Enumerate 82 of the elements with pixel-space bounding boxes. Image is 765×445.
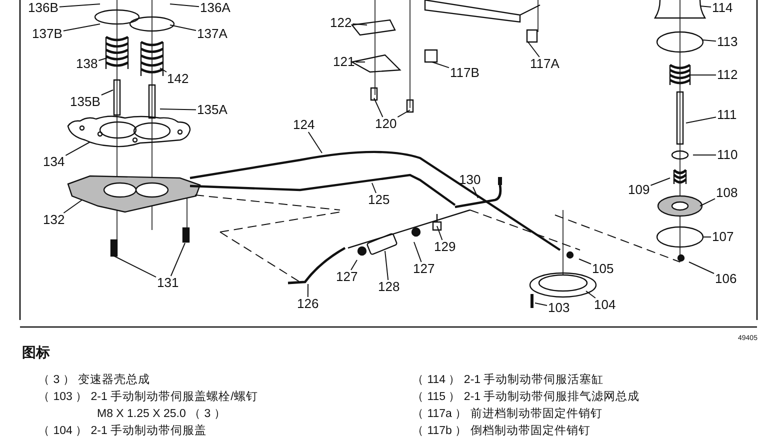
leader-line (686, 116, 716, 124)
leader-line (432, 62, 450, 68)
leader-line (170, 24, 196, 31)
leader-line (586, 290, 596, 298)
callout-number: 125 (368, 193, 390, 207)
leader-line (160, 108, 196, 110)
leader-line (160, 68, 167, 72)
leader-line (65, 142, 90, 156)
legend-entry: （ 115 ） 2-1 手动制动带伺服排气滤网总成 (412, 390, 640, 404)
leader-line (702, 40, 716, 42)
callout-number: 124 (293, 118, 315, 132)
callout-number: 113 (717, 35, 738, 49)
leader-line (100, 90, 114, 96)
leader-line (650, 178, 670, 186)
leader-line (350, 260, 358, 270)
leader-line (62, 24, 100, 32)
callout-number: 117B (450, 66, 480, 80)
callout-number: 137A (197, 27, 228, 41)
leader-line (372, 182, 376, 194)
leader-line (384, 250, 389, 280)
callout-number: 128 (378, 280, 400, 294)
callout-number: 127 (413, 262, 435, 276)
legend-heading: 图标 (22, 345, 50, 359)
legend-entry: （ 117a ） 前进档制动带固定件销钉 (412, 407, 602, 421)
legend-entry: （ 103 ） 2-1 手动制动带伺服盖螺栓/螺钉 (38, 390, 258, 404)
leader-line (352, 23, 368, 26)
leader-line (472, 186, 478, 198)
leader-line (700, 6, 712, 8)
callout-number: 110 (717, 148, 738, 162)
leader-line (414, 242, 422, 262)
callout-number: 130 (459, 173, 481, 187)
leader-line (692, 154, 716, 156)
callout-number: 137B (32, 27, 62, 41)
callout-number: 127 (336, 270, 358, 284)
callout-number: 126 (297, 297, 319, 311)
callout-number: 142 (167, 72, 189, 86)
callout-number: 132 (43, 213, 65, 227)
legend-entry: （ 3 ） 变速器壳总成 (38, 373, 150, 387)
leader-line (308, 132, 322, 154)
callout-number: 135A (197, 103, 228, 117)
legend-entry: M8 X 1.25 X 25.0 （ 3 ） (97, 407, 226, 421)
callout-number: 111 (717, 108, 737, 122)
callout-number: 114 (712, 1, 733, 15)
leader-line (397, 110, 410, 118)
callout-number: 122 (330, 16, 352, 30)
callout-number: 117A (530, 57, 560, 71)
leader-line (690, 74, 716, 76)
leader-line (436, 226, 443, 240)
callout-number: 104 (594, 298, 616, 312)
leader-line (98, 58, 108, 61)
callout-number: 107 (712, 230, 734, 244)
leader-line (170, 4, 200, 8)
leader-line (578, 258, 592, 264)
leader-line (700, 198, 716, 206)
callout-number: 109 (628, 183, 650, 197)
callout-number: 135B (70, 95, 100, 109)
callout-number: 129 (434, 240, 456, 254)
leader-line (374, 98, 384, 118)
leader-line (307, 284, 308, 298)
leader-line (688, 262, 714, 274)
leader-line (702, 236, 712, 238)
leader-line (114, 256, 156, 278)
callout-number: 112 (717, 68, 738, 82)
leader-line (170, 242, 186, 276)
callout-number: 106 (715, 272, 737, 286)
callout-number: 120 (375, 117, 397, 131)
leader-line (58, 4, 100, 8)
callout-number: 108 (716, 186, 738, 200)
callout-number: 105 (592, 262, 614, 276)
callout-number: 138 (76, 57, 98, 71)
callout-number: 134 (43, 155, 65, 169)
leader-line (63, 200, 82, 214)
callout-number: 131 (157, 276, 179, 290)
leader-line (534, 302, 548, 306)
legend-entry: （ 114 ） 2-1 手动制动带伺服活塞缸 (412, 373, 604, 387)
legend-entry: （ 117b ） 倒档制动带固定件销钉 (412, 424, 590, 438)
callout-number: 103 (548, 301, 570, 315)
callout-number: 136A (200, 1, 230, 15)
callout-number: 121 (333, 55, 355, 69)
leader-line (528, 42, 540, 58)
legend-entry: （ 104 ） 2-1 手动制动带伺服盖 (38, 424, 207, 438)
callout-number: 136B (28, 1, 58, 15)
